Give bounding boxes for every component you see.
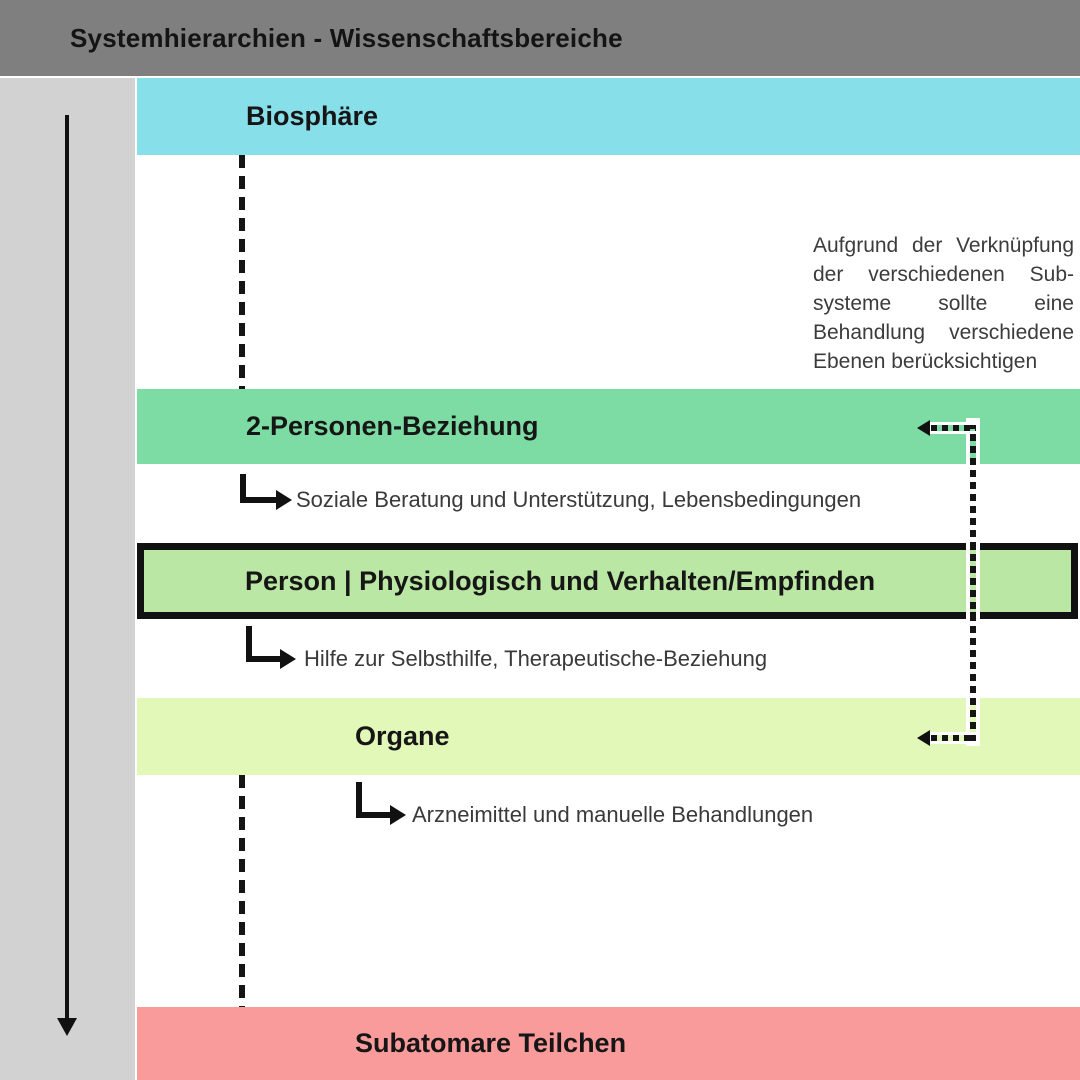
level-label-biosphaere: Biosphäre xyxy=(246,101,379,131)
level-bar-biosphaere: Biosphäre xyxy=(137,78,1080,155)
dashed-link-organe-subatomar xyxy=(239,775,245,1007)
dashed-link-biosphaere-zwei-personen xyxy=(239,155,245,389)
title-bar: Systemhierarchien - Wissenschaftsbereich… xyxy=(0,0,1080,76)
elbow-line-vertical xyxy=(240,474,246,503)
level-label-organe: Organe xyxy=(355,721,450,751)
note-paragraph: Aufgrund der Verknüpfung der verschieden… xyxy=(813,231,1074,376)
elbow-line-horizontal xyxy=(246,656,280,662)
dotted-connector-bottom xyxy=(931,735,976,741)
elbow-line-horizontal xyxy=(240,497,276,503)
note-line: systeme sollte eine xyxy=(813,292,1074,315)
level-bar-subatomare-teilchen: Subatomare Teilchen xyxy=(137,1007,1080,1080)
dotted-connector-vertical xyxy=(970,422,976,742)
down-arrow-icon xyxy=(57,1018,77,1036)
elbow-line-vertical xyxy=(246,626,252,662)
elbow-line-vertical xyxy=(356,782,362,818)
elbow-line-horizontal xyxy=(356,812,390,818)
left-arrow-icon xyxy=(917,730,930,746)
annotation-person: Hilfe zur Selbsthilfe, Therapeutische-Be… xyxy=(304,646,768,671)
level-label-zwei-personen-beziehung: 2-Personen-Beziehung xyxy=(246,411,539,441)
note-line: Aufgrund der Verknüpfung xyxy=(813,234,1074,257)
right-arrow-icon xyxy=(276,490,292,510)
note-line: Ebenen berücksichtigen xyxy=(813,350,1038,373)
annotation-organe: Arzneimittel und manuelle Behandlungen xyxy=(412,802,814,827)
dotted-connector-top xyxy=(931,425,976,431)
right-arrow-icon xyxy=(390,805,406,825)
note-line: der verschiedenen Sub- xyxy=(813,263,1074,286)
note-line: Behandlung verschiedene xyxy=(813,321,1074,344)
level-label-subatomare-teilchen: Subatomare Teilchen xyxy=(355,1028,627,1058)
level-bar-person: Person | Physiologisch und Verhalten/Emp… xyxy=(137,543,1078,619)
left-arrow-icon xyxy=(917,420,930,436)
level-label-person: Person | Physiologisch und Verhalten/Emp… xyxy=(245,565,876,596)
right-arrow-icon xyxy=(280,649,296,669)
hierarchy-direction-line xyxy=(65,115,69,1018)
annotation-zwei-personen: Soziale Beratung und Unterstützung, Lebe… xyxy=(296,487,862,512)
page-title: Systemhierarchien - Wissenschaftsbereich… xyxy=(70,23,623,53)
